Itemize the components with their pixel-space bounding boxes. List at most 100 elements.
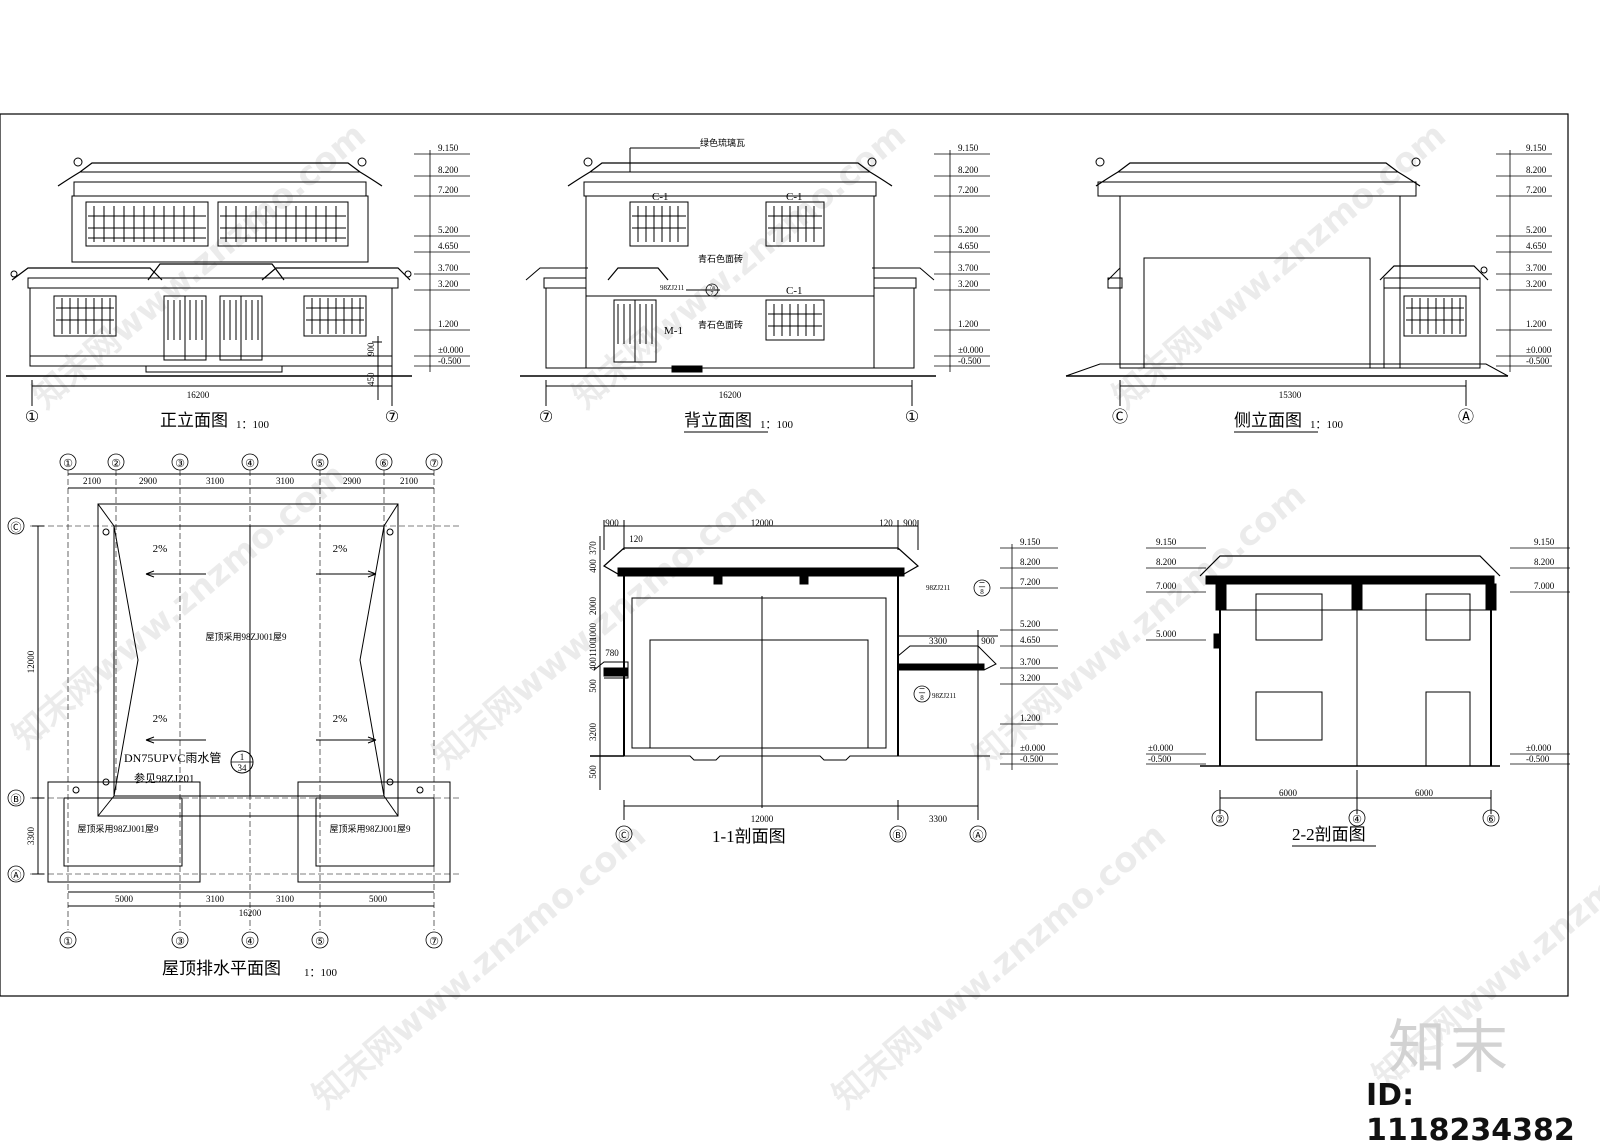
sheet-border	[0, 113, 1569, 997]
s22-left-level-5000: 5.000	[1156, 629, 1177, 639]
roof-top-dim-2: 2900	[139, 476, 158, 486]
roof-pipe-bubble-top: 1	[240, 752, 245, 762]
s11-level-8200: 8.200	[1020, 557, 1041, 567]
back-elevation-scale: 1：100	[760, 419, 793, 431]
back-level-5200: 5.200	[958, 225, 979, 235]
back-level-m0500: -0.500	[958, 356, 982, 366]
roof-bottom-grid-3: ③	[175, 936, 185, 948]
side-grid-left: Ⓒ	[1112, 408, 1128, 426]
roof-bottom-dim-3: 3100	[276, 894, 295, 904]
front-levels	[414, 150, 470, 372]
front-level-7200: 7.200	[438, 185, 459, 195]
roof-bottom-grid-bubbles	[59, 931, 443, 949]
s22-right-level-7000: 7.000	[1534, 581, 1555, 591]
roof-right-note: 屋顶采用98ZJ001屋9	[329, 824, 411, 834]
s11-level-0: ±0.000	[1020, 743, 1046, 753]
s22-left-level-7000: 7.000	[1156, 581, 1177, 591]
s22-dim-6000-left: 6000	[1279, 788, 1298, 798]
s11-grid-b: Ⓑ	[893, 829, 904, 842]
back-width-dim: 16200	[719, 390, 742, 400]
back-elevation	[520, 147, 936, 406]
s11-dim-780: 780	[605, 648, 619, 658]
s22-left-level-9150: 9.150	[1156, 537, 1177, 547]
back-window-c1-c: C-1	[786, 285, 803, 297]
s11-left-dim-500a: 500	[588, 679, 598, 693]
roof-slope-3: 2%	[153, 713, 168, 725]
s11-levels	[1000, 544, 1058, 770]
front-level-0: ±0.000	[438, 345, 464, 355]
roof-slope-2: 2%	[333, 543, 348, 555]
s11-ref-1-bottom: 8	[980, 588, 984, 596]
back-level-7200: 7.200	[958, 185, 979, 195]
image-id-label: ID: 1118234382	[1366, 1078, 1575, 1148]
s22-grid-2: ②	[1215, 814, 1225, 826]
front-dim-900: 900	[366, 342, 376, 356]
s11-grid-c: Ⓒ	[619, 829, 630, 842]
s11-top-dim-12000: 12000	[751, 518, 774, 528]
s22-grid-bubbles	[1211, 809, 1500, 827]
s11-ref-2-bottom: 8	[920, 694, 924, 702]
side-level-0: ±0.000	[1526, 345, 1552, 355]
s11-left-dim-400a: 400	[588, 559, 598, 573]
s11-bottom-dim-12000: 12000	[751, 814, 774, 824]
back-level-0: ±0.000	[958, 345, 984, 355]
roof-top-grid-3: ③	[175, 458, 185, 470]
upper-windows	[85, 201, 349, 247]
back-grid-left: ⑦	[539, 409, 553, 426]
roof-top-grid-1: ①	[63, 458, 73, 470]
side-elevation-scale: 1：100	[1310, 419, 1343, 431]
s22-right-level-m0500: -0.500	[1526, 754, 1550, 764]
s11-left-dim-1000: 1000	[588, 623, 598, 642]
front-elevation-title: 正立面图	[160, 411, 228, 430]
s11-bottom-dim-3300: 3300	[929, 814, 948, 824]
roof-plan-scale: 1：100	[304, 967, 337, 979]
s11-annex-dim-3300: 3300	[929, 636, 948, 646]
side-level-3700: 3.700	[1526, 263, 1547, 273]
back-level-9150: 9.150	[958, 143, 979, 153]
back-brick-note-1: 青石色面砖	[698, 253, 743, 264]
front-dim-450: 450	[366, 372, 376, 386]
roof-top-dim-6: 2100	[400, 476, 419, 486]
roof-top-dim-4: 3100	[276, 476, 295, 486]
s11-left-dim-3200: 3200	[588, 723, 598, 742]
s22-levels	[1146, 547, 1570, 765]
front-elevation-scale: 1：100	[236, 419, 269, 431]
brand-logo: 知末	[1388, 1013, 1513, 1081]
back-ref-bubble	[705, 283, 719, 297]
s11-ref-1-bubble	[973, 579, 991, 597]
front-elevation	[6, 157, 412, 406]
s11-left-dim-500b: 500	[588, 765, 598, 779]
roof-top-dim-1: 2100	[83, 476, 102, 486]
s11-left-dim-1100: 1100	[588, 639, 598, 657]
s22-right-level-8200: 8.200	[1534, 557, 1555, 567]
s22-left-level-m0500: -0.500	[1148, 754, 1172, 764]
roof-bottom-total: 16200	[239, 908, 262, 918]
back-level-3200: 3.200	[958, 279, 979, 289]
front-level-8200: 8.200	[438, 165, 459, 175]
roof-side-grid-c: Ⓒ	[11, 521, 22, 534]
s11-left-dim-370: 370	[588, 541, 598, 555]
s11-annex-dim-900: 900	[981, 636, 995, 646]
back-roof-note: 绿色琉璃瓦	[700, 137, 745, 148]
front-level-1200: 1.200	[438, 319, 459, 329]
section-2-2-title: 2-2剖面图	[1292, 825, 1366, 844]
back-level-4650: 4.650	[958, 241, 979, 251]
roof-top-grid-5: ⑤	[315, 458, 325, 470]
back-elevation-title: 背立面图	[684, 411, 752, 430]
s11-top-dim-900-right: 900	[903, 518, 917, 528]
s11-grid-a: Ⓐ	[973, 829, 984, 842]
s11-level-3700: 3.700	[1020, 657, 1041, 667]
roof-plan	[30, 470, 460, 930]
roof-top-grid-7: ⑦	[429, 458, 439, 470]
back-level-8200: 8.200	[958, 165, 979, 175]
section-2-2	[1199, 555, 1501, 814]
roof-pipe-ref: 参见98ZJ201	[134, 771, 195, 785]
back-ref: 98ZJ211	[660, 284, 685, 292]
back-ref-bottom: 7	[711, 291, 714, 297]
s22-right-level-9150: 9.150	[1534, 537, 1555, 547]
roof-top-grid-2: ②	[111, 458, 121, 470]
front-grid-left: ①	[25, 409, 39, 426]
front-level-9150: 9.150	[438, 143, 459, 153]
roof-bottom-grid-4: ④	[245, 936, 255, 948]
side-level-4650: 4.650	[1526, 241, 1547, 251]
